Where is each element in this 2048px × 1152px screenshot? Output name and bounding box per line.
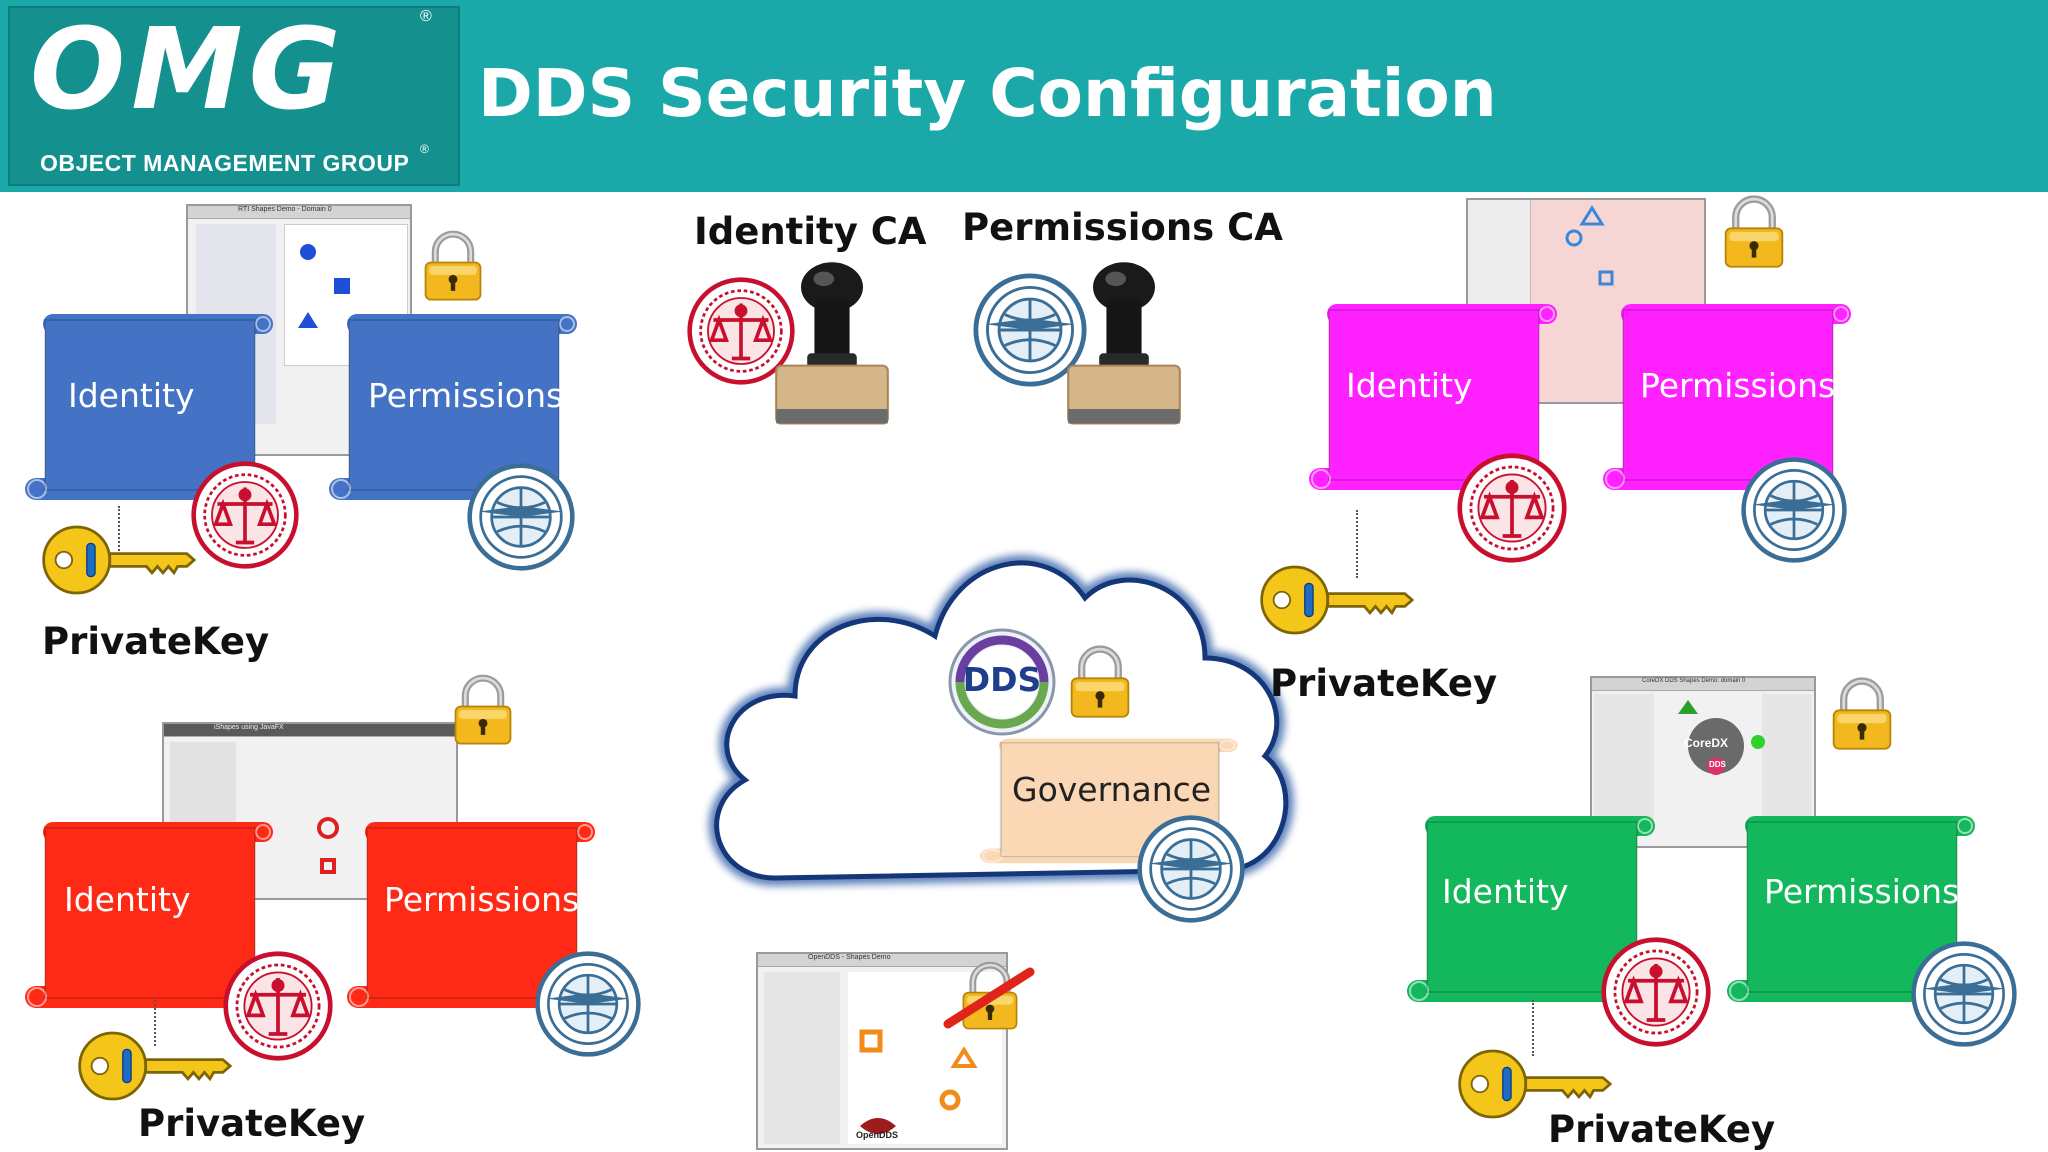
publisher-panel	[1762, 694, 1812, 824]
justice-seal-icon	[1456, 452, 1568, 564]
lock-icon	[452, 672, 514, 748]
permissions-ca-label: Permissions CA	[962, 206, 1283, 249]
registered-mark-small: ®	[420, 142, 429, 156]
opendds-brand: OpenDDS	[856, 1130, 899, 1140]
key-link-line	[1532, 1000, 1534, 1056]
coredx-brand: CoreDX	[1684, 736, 1729, 750]
justice-seal-icon	[1600, 936, 1712, 1048]
window-title: CoreDX DDS Shapes Demo: domain 0	[1592, 678, 1814, 691]
opendds-controls-panel	[764, 972, 840, 1144]
omg-logo-subtitle: OBJECT MANAGEMENT GROUP	[40, 150, 410, 176]
registered-mark: ®	[420, 8, 432, 25]
permissions-label: Permissions	[384, 880, 580, 919]
rubber-stamp-icon	[1062, 258, 1186, 434]
identity-ca-label: Identity CA	[694, 210, 927, 253]
coredx-logo	[1678, 700, 1765, 775]
coredx-brand-sub: DDS	[1709, 760, 1726, 769]
key-icon	[1258, 562, 1414, 638]
aviation-seal-icon	[1740, 456, 1848, 564]
identity-label: Identity	[1346, 366, 1473, 405]
identity-label: Identity	[68, 376, 195, 415]
identity-label: Identity	[64, 880, 191, 919]
window-title: iShapes using JavaFX	[164, 724, 456, 737]
subscriber-panel	[1594, 694, 1654, 824]
identity-label: Identity	[1442, 872, 1569, 911]
window-title: RTI Shapes Demo - Domain 0	[188, 206, 410, 219]
key-icon	[76, 1028, 232, 1104]
lock-icon	[1722, 194, 1786, 270]
rubber-stamp-icon	[770, 258, 894, 434]
key-link-line	[118, 506, 120, 566]
justice-seal-icon	[190, 460, 300, 570]
governance-label: Governance	[1012, 770, 1212, 809]
aviation-seal-icon	[1136, 814, 1246, 924]
private-key-label: PrivateKey	[1270, 662, 1498, 705]
permissions-label: Permissions	[1764, 872, 1960, 911]
private-key-label: PrivateKey	[42, 620, 270, 663]
key-icon	[40, 522, 196, 598]
lock-icon	[1068, 644, 1132, 720]
omg-logo-letters: OMG	[30, 5, 347, 135]
justice-seal-icon	[222, 950, 334, 1062]
key-link-line	[154, 1000, 156, 1046]
lock-icon	[1830, 676, 1894, 752]
aviation-seal-icon	[466, 462, 576, 572]
dds-logo	[948, 628, 1056, 736]
demo-shapes	[1565, 205, 1614, 286]
no-security-slash-icon	[943, 967, 1035, 1029]
permissions-label: Permissions	[368, 376, 564, 415]
lock-icon	[422, 228, 484, 304]
demo-shapes	[859, 1029, 978, 1134]
aviation-seal-icon	[534, 950, 642, 1058]
aviation-seal-icon	[1910, 940, 2018, 1048]
key-link-line	[1356, 510, 1358, 578]
demo-shapes	[298, 244, 350, 328]
permissions-label: Permissions	[1640, 366, 1836, 405]
demo-shapes	[317, 817, 339, 874]
window-title: OpenDDS - Shapes Demo	[758, 954, 1006, 967]
page-title: DDS Security Configuration	[478, 55, 1497, 132]
private-key-label: PrivateKey	[1548, 1108, 1776, 1151]
dds-logo-text: DDS	[962, 660, 1042, 699]
private-key-label: PrivateKey	[138, 1102, 366, 1145]
omg-logo	[8, 6, 460, 186]
header-bar: OMG ® OBJECT MANAGEMENT GROUP ® DDS Secu…	[0, 0, 2048, 192]
